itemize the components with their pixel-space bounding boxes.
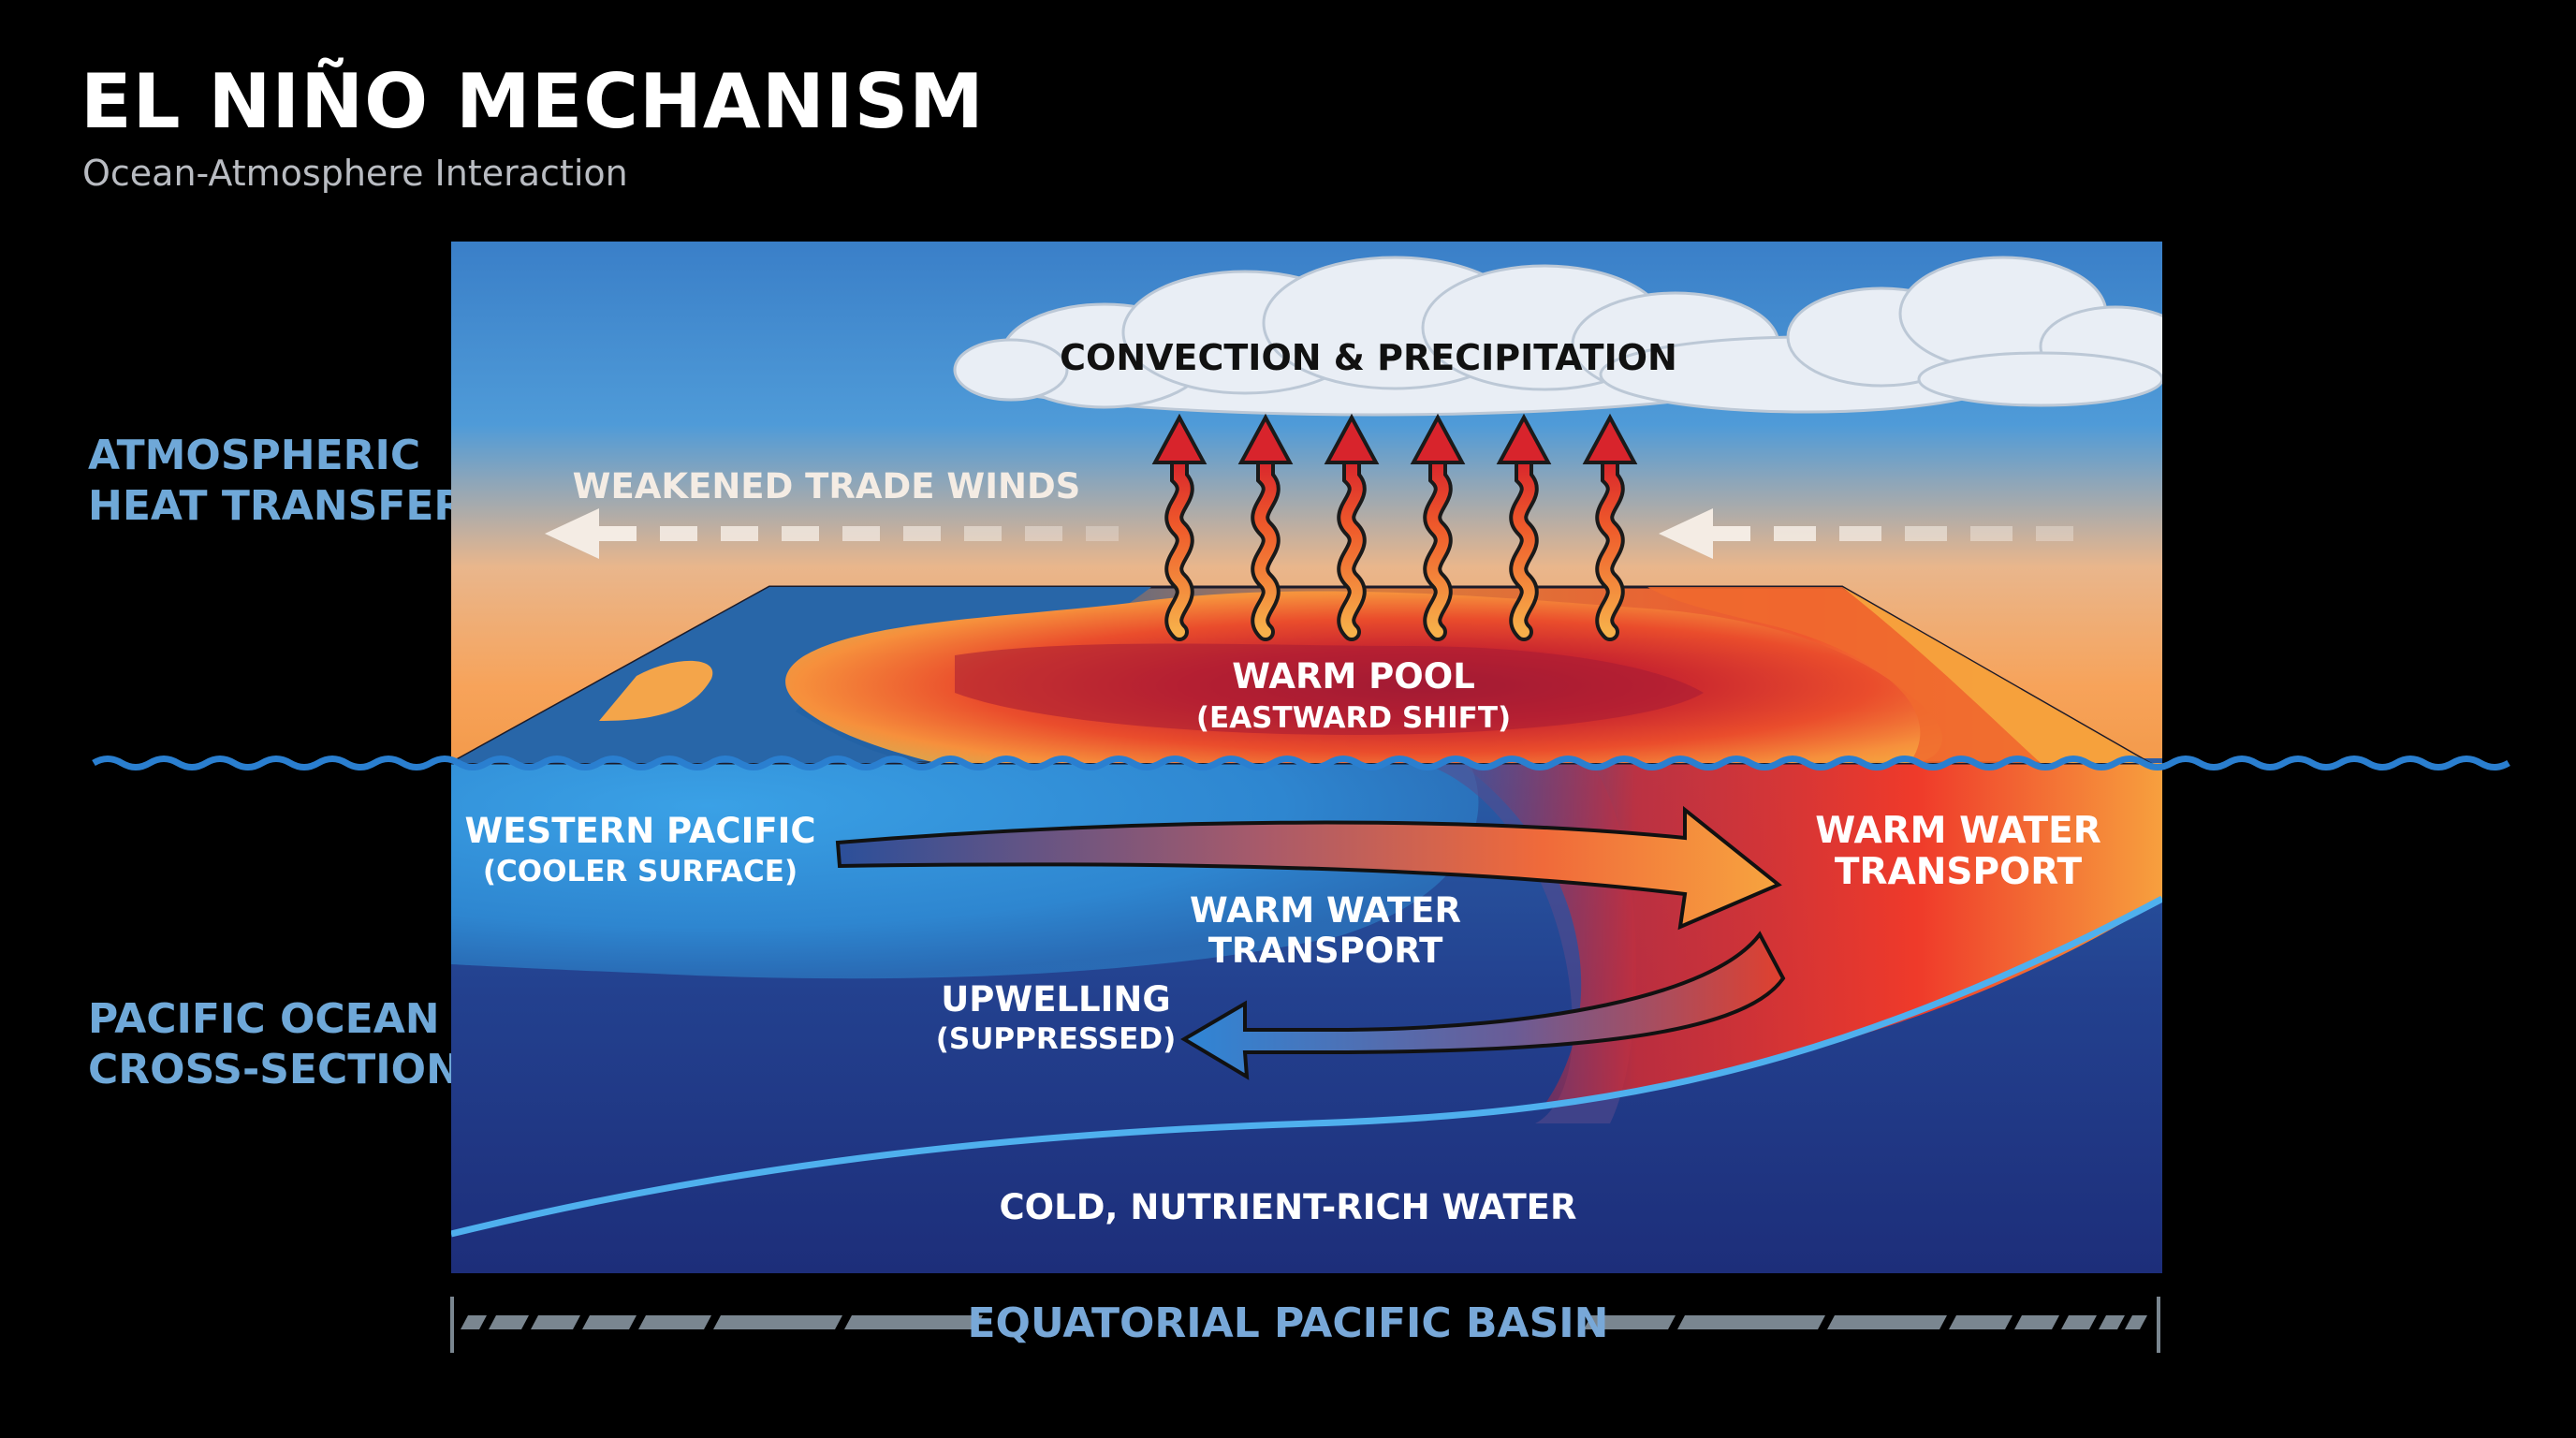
eastern-surface-edge [1842,587,2149,763]
label-warm-pool-note: (EASTWARD SHIFT) [1196,701,1511,735]
side-label-atmosphere: ATMOSPHERIC HEAT TRANSFER [88,432,466,530]
label-trade-winds: WEAKENED TRADE WINDS [573,466,1081,506]
trade-wind-arrow-east [1659,508,2073,559]
label-warm-transport-east-1: WARM WATER [1815,810,2101,852]
label-cold-water: COLD, NUTRIENT-RICH WATER [1000,1187,1577,1227]
west-warm-patch [599,660,713,721]
heat-arrow [1496,413,1552,641]
label-western-pacific-note: (COOLER SURFACE) [483,855,798,888]
convection-cloud [953,256,2162,417]
label-upwelling: UPWELLING [941,979,1171,1020]
basin-scale-bar: EQUATORIAL PACIFIC BASIN [450,1297,2160,1353]
heat-arrow [1582,413,1638,641]
page-title: EL NIÑO MECHANISM [80,58,985,145]
heat-arrow [1151,413,1208,641]
sea-level-wave [92,756,2510,770]
warm-pool-core [955,643,1704,735]
label-basin: EQUATORIAL PACIFIC BASIN [968,1299,1609,1347]
label-western-pacific: WESTERN PACIFIC [464,811,815,851]
label-convection: CONVECTION & PRECIPITATION [1060,337,1677,378]
warm-transport-arrow [835,805,1782,931]
page-subtitle: Ocean-Atmosphere Interaction [82,153,628,194]
heat-arrow [1237,413,1294,641]
label-warm-transport-mid-2: TRANSPORT [1208,931,1443,971]
heat-arrow [1410,413,1466,641]
label-warm-transport-east-2: TRANSPORT [1835,851,2083,893]
heat-arrow [1324,413,1380,641]
western-cool-surface [451,763,1479,979]
thermocline [451,895,2162,1238]
label-warm-transport-mid-1: WARM WATER [1190,890,1461,931]
upwelling-arrow [1180,931,1786,1080]
label-warm-pool: WARM POOL [1232,656,1475,697]
heat-arrows [1151,413,1638,641]
trade-wind-arrow-west [545,508,1119,559]
label-upwelling-note: (SUPPRESSED) [936,1022,1177,1056]
side-label-ocean: PACIFIC OCEAN CROSS-SECTION [88,995,461,1093]
